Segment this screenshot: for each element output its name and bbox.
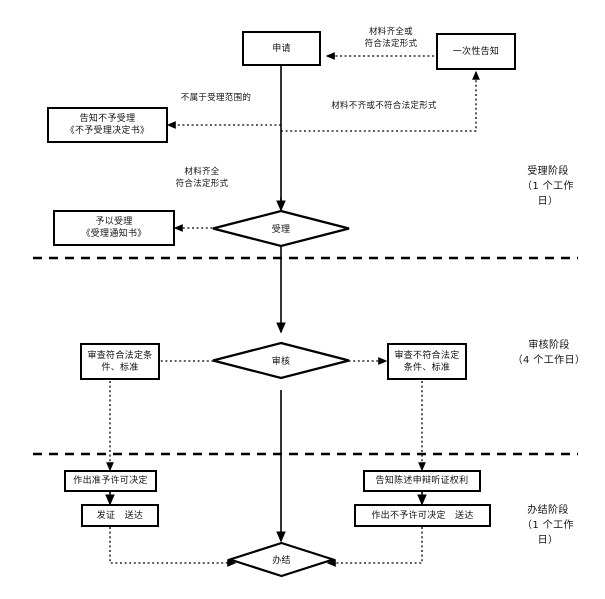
node-apply[interactable]: 申请 xyxy=(242,31,321,66)
edge-label-materials-complete-or-legal: 材料齐全或 符合法定形式 xyxy=(364,27,418,49)
node-notify-hearing-rights[interactable]: 告知陈述申辩听证权利 xyxy=(363,470,481,492)
stage-label-completion: 办结阶段 （1 个工作 日） xyxy=(522,505,574,546)
edge-label-materials-complete: 材料齐全 符合法定形式 xyxy=(175,167,229,189)
node-review-decision-label: 审核 xyxy=(271,357,291,367)
node-review-decision[interactable]: 审核 xyxy=(211,341,351,380)
edge-incomplete-to-onetime xyxy=(281,70,480,132)
edge-label-not-in-scope: 不属于受理范围的 xyxy=(180,93,252,103)
node-grant-permit-decision[interactable]: 作出准予许可决定 xyxy=(64,470,157,492)
node-review-not-conforms[interactable]: 审查不符合法定 条件、标准 xyxy=(387,343,467,380)
node-completion[interactable]: 办结 xyxy=(228,541,335,578)
node-acceptance-decision-label: 受理 xyxy=(271,225,291,235)
edge-label-materials-incomplete: 材料不齐或不符合法定形式 xyxy=(331,101,437,111)
node-deny-permit-decision[interactable]: 作出不予许可决定 送达 xyxy=(354,504,491,527)
stage-label-review: 审核阶段 （4 个工作日） xyxy=(512,340,586,366)
node-one-time-notice[interactable]: 一次性告知 xyxy=(436,33,516,70)
node-completion-label: 办结 xyxy=(272,556,291,566)
node-review-conforms[interactable]: 审查符合法定条 件、标准 xyxy=(80,343,160,380)
node-issue-and-deliver[interactable]: 发证 送达 xyxy=(81,504,159,527)
node-notify-no-acceptance[interactable]: 告知不予受理 《不予受理决定书》 xyxy=(47,107,168,143)
node-acceptance-decision[interactable]: 受理 xyxy=(211,209,351,248)
node-grant-acceptance[interactable]: 予以受理 《受理通知书》 xyxy=(53,210,175,246)
stage-label-acceptance: 受理阶段 （1 个工作 日） xyxy=(522,166,574,207)
